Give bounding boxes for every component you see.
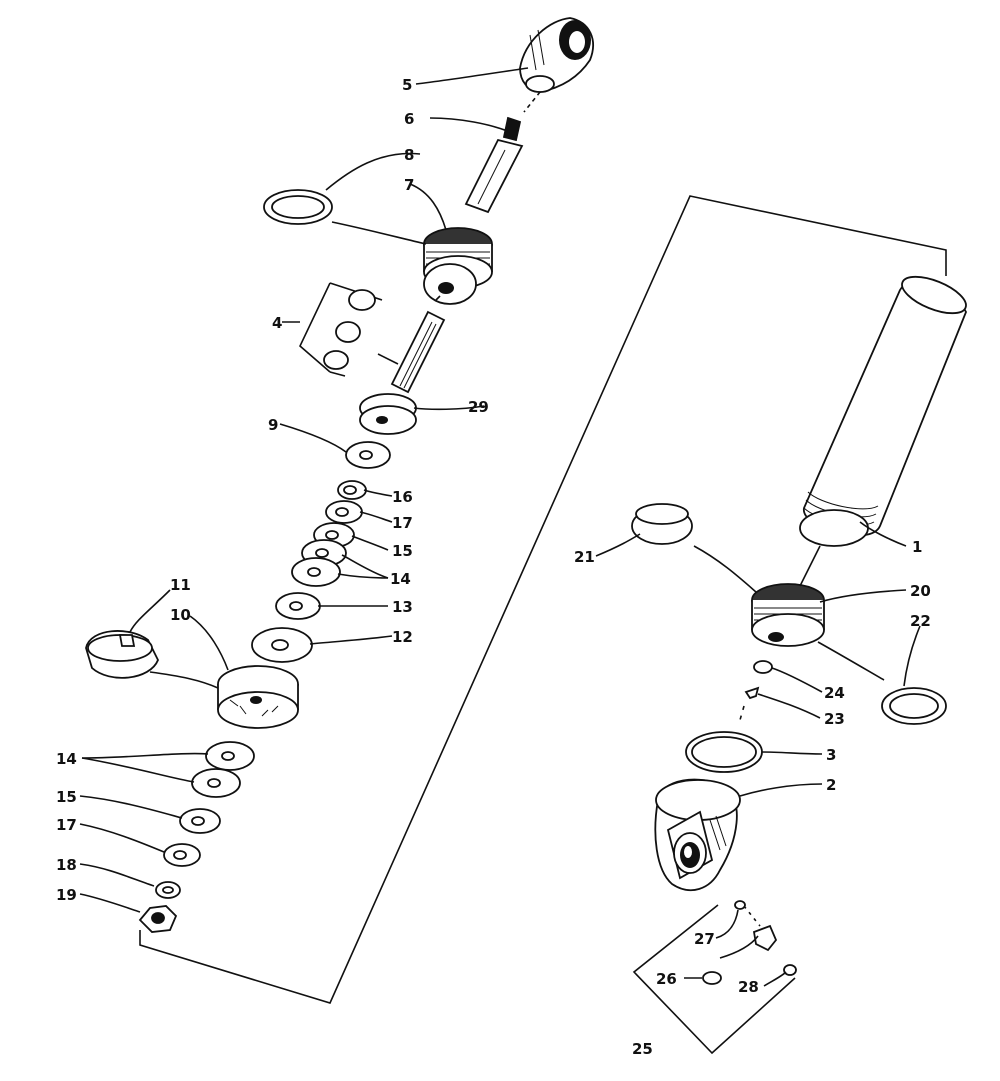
label-part-17b: 17 bbox=[56, 816, 77, 834]
part-12-washer bbox=[251, 627, 313, 663]
label-part-17a: 17 bbox=[392, 514, 413, 532]
label-part-2: 2 bbox=[826, 776, 836, 794]
part-10-piston bbox=[217, 665, 299, 729]
label-part-13: 13 bbox=[392, 598, 413, 616]
label-part-19: 19 bbox=[56, 886, 77, 904]
part-7-seal-head bbox=[423, 227, 493, 305]
part-11-piston-ring bbox=[85, 630, 159, 679]
part-8-ring bbox=[263, 189, 333, 225]
label-part-6: 6 bbox=[404, 110, 414, 128]
part-23-screw bbox=[744, 686, 760, 700]
part-20-end-cap bbox=[751, 583, 825, 647]
label-part-25: 25 bbox=[632, 1040, 653, 1058]
part-22-ring bbox=[881, 687, 947, 725]
label-part-29: 29 bbox=[468, 398, 489, 416]
part-9-washer bbox=[345, 441, 391, 469]
part-1-cylinder-tube bbox=[799, 275, 967, 547]
label-part-14b: 14 bbox=[56, 750, 77, 768]
part-4-bushings bbox=[323, 289, 376, 370]
part-6-piston-rod bbox=[464, 116, 524, 214]
part-27b-fitting bbox=[752, 924, 778, 952]
label-part-24: 24 bbox=[824, 684, 845, 702]
label-part-15b: 15 bbox=[56, 788, 77, 806]
label-part-15a: 15 bbox=[392, 542, 413, 560]
part-24-washer bbox=[753, 660, 773, 674]
label-part-12: 12 bbox=[392, 628, 413, 646]
shim-stack-upper bbox=[291, 480, 367, 587]
label-part-4: 4 bbox=[272, 314, 282, 332]
label-part-7: 7 bbox=[404, 176, 414, 194]
part-27-valve bbox=[734, 900, 746, 910]
label-part-20: 20 bbox=[910, 582, 931, 600]
assembly-bracket-frame bbox=[139, 195, 947, 1004]
label-part-10: 10 bbox=[170, 606, 191, 624]
label-part-14a: 14 bbox=[390, 570, 411, 588]
part-26-o-ring bbox=[702, 971, 722, 985]
label-part-23: 23 bbox=[824, 710, 845, 728]
label-part-26: 26 bbox=[656, 970, 677, 988]
label-part-3: 3 bbox=[826, 746, 836, 764]
bracket-25-frame bbox=[632, 904, 796, 1055]
part-5-eye-end bbox=[519, 17, 594, 93]
label-part-11: 11 bbox=[170, 576, 191, 594]
shim-stack-lower bbox=[155, 741, 255, 899]
leader-lines bbox=[79, 67, 921, 987]
label-part-8: 8 bbox=[404, 146, 414, 164]
part-19-nut bbox=[138, 905, 178, 933]
bracket-4-frame bbox=[299, 282, 331, 373]
part-13-washer bbox=[275, 592, 321, 620]
lower-rod bbox=[390, 310, 446, 394]
label-part-28: 28 bbox=[738, 978, 759, 996]
label-part-9: 9 bbox=[268, 416, 278, 434]
label-part-18: 18 bbox=[56, 856, 77, 874]
label-part-5: 5 bbox=[402, 76, 412, 94]
label-part-1: 1 bbox=[912, 538, 922, 556]
label-part-22: 22 bbox=[910, 612, 931, 630]
part-2-lower-eye bbox=[654, 778, 741, 892]
label-part-21: 21 bbox=[574, 548, 595, 566]
label-part-16: 16 bbox=[392, 488, 413, 506]
part-3-o-ring bbox=[685, 731, 763, 773]
label-part-27: 27 bbox=[694, 930, 715, 948]
part-29-rod-guide bbox=[359, 393, 417, 435]
part-28-clip bbox=[783, 964, 797, 976]
part-21-ring bbox=[631, 503, 693, 545]
part-labels: 5 6 8 7 4 29 9 16 17 15 14 13 12 11 10 1… bbox=[56, 76, 931, 1058]
